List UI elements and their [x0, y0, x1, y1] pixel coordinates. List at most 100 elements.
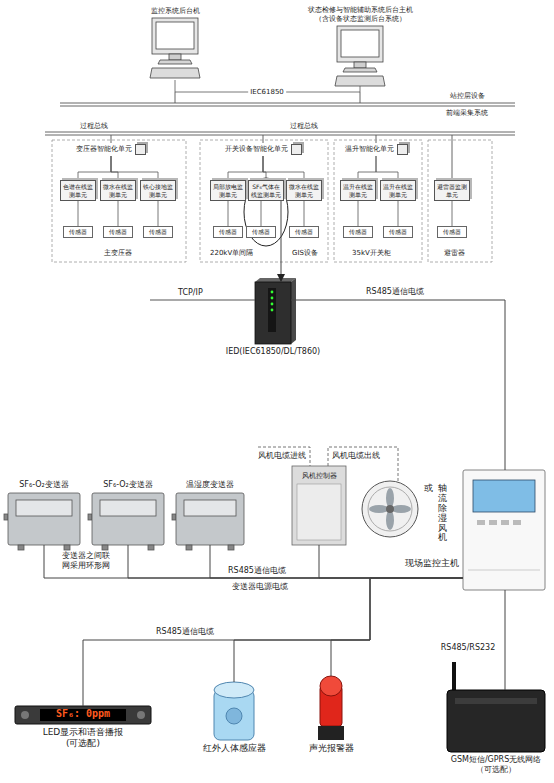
node-label: 传感器: [145, 228, 171, 236]
monitor-screen: [156, 22, 194, 49]
host-body: [463, 470, 545, 590]
bus-drop: [111, 135, 112, 143]
keyboard: [335, 76, 385, 86]
annotation-label: 前端采集系统: [446, 109, 488, 117]
node-label: SF₆-O₂变送器: [103, 480, 153, 490]
connector-label: RS485通信电缆: [154, 627, 216, 637]
host-button: [489, 520, 497, 525]
cable-gland: [186, 545, 192, 550]
fan-cable-in: [258, 447, 310, 466]
sensor-box: 传感器: [343, 226, 373, 238]
node-label: 温升在线监测单元: [342, 183, 374, 198]
annotation-label: 轴流除湿风机: [438, 484, 447, 543]
group-outline: [200, 140, 328, 262]
transmitter-plate: [100, 500, 156, 516]
host-trim: [468, 570, 540, 571]
controller-body: [292, 466, 346, 545]
node-label: 传感器: [439, 228, 465, 236]
monitor-screen: [341, 30, 379, 57]
ied-top: [255, 278, 296, 282]
group-outlines: [52, 140, 492, 262]
station-bus: [60, 106, 515, 107]
annotation-label: 主变压器: [104, 249, 132, 257]
connector-line: [291, 300, 505, 470]
connector-label: RS485通信电缆: [364, 287, 426, 297]
ied-side: [291, 278, 296, 344]
led-body: [15, 706, 151, 724]
transmitter-device: [88, 493, 164, 550]
node-label: SF₆: 0ppm: [15, 708, 151, 719]
cube-icon: [397, 144, 408, 155]
connector-line: [261, 201, 262, 226]
bus-drop: [263, 135, 264, 143]
ied-device: [255, 278, 296, 344]
fan-illustration: [362, 481, 418, 537]
device-node: GSM短信/GPRS无线网络 （可选配）: [447, 690, 545, 752]
cable-gland: [172, 514, 176, 520]
device-node: 红外人体感应器: [212, 682, 256, 740]
annotation-label: TCP/IP: [178, 288, 203, 298]
infrared-sensor: [214, 682, 254, 740]
transmitter-body: [176, 493, 244, 545]
monitoring-unit: SF₆气体在线监测单元: [248, 180, 284, 201]
intelligent-unit: 温升智能化单元: [340, 143, 412, 156]
station-bus: [60, 103, 515, 104]
connector-line: [331, 578, 463, 676]
cable-gland: [148, 545, 154, 550]
transmitter-device: [4, 493, 80, 550]
annotation-label: 变送器电源电缆: [232, 582, 288, 592]
intelligent-unit: 变压器智能化单元: [68, 143, 154, 156]
gsm-body: [447, 690, 545, 752]
node-label: SF₆-O₂变送器: [19, 480, 69, 490]
alarm-base: [318, 726, 344, 740]
node-label: GSM短信/GPRS无线网络 （可选配）: [446, 755, 546, 774]
monitor-body: [152, 18, 198, 54]
connector-line: [111, 156, 158, 180]
transmitter-body: [8, 493, 80, 545]
device-node: 声光报警器: [316, 676, 346, 740]
connector-line: [304, 201, 305, 226]
computer-icon: [335, 26, 385, 86]
ied-strip: [268, 288, 276, 332]
gsm-modem: [447, 662, 545, 752]
connector-line: [111, 156, 118, 180]
ied-body: [255, 282, 291, 344]
connector-line: [398, 201, 399, 226]
node-label: 传感器: [345, 228, 371, 236]
annotation-label: 或: [424, 484, 433, 494]
monitor-body: [337, 26, 383, 62]
cable-gland: [228, 545, 234, 550]
sensor-box: 传感器: [103, 226, 133, 238]
ied-led: [271, 297, 274, 300]
annotation-label: 变送器之间联网采用环形网: [62, 551, 112, 570]
connector-line: [118, 201, 119, 226]
connector-line: [128, 545, 463, 578]
monitor-stand: [169, 54, 181, 60]
monitoring-unit: 避雷器监测单元: [434, 180, 470, 201]
connector-line: [44, 545, 463, 578]
led-speaker: [137, 711, 145, 719]
transmitter-plate: [184, 500, 236, 516]
bus-drop: [452, 135, 453, 180]
node-label: 风机控制器: [292, 472, 346, 480]
bus-drop: [376, 135, 377, 143]
node-label: 监控系统后台机: [151, 7, 200, 15]
cube-icon: [291, 144, 302, 155]
sensor-box: 传感器: [213, 226, 243, 238]
monitoring-unit: 温升在线监测单元: [380, 180, 416, 201]
bus-lines: [45, 92, 515, 180]
sensor-box: 传感器: [63, 226, 93, 238]
node-label: 铁心接地监测单元: [142, 183, 174, 198]
connector-line: [505, 590, 506, 690]
node-label: 传感器: [385, 228, 411, 236]
annotation-label: 过程总线: [290, 122, 318, 130]
host-button: [501, 520, 509, 525]
alarm-light: [318, 676, 344, 740]
connector-line: [228, 156, 263, 180]
computer-node: 监控系统后台机: [150, 18, 200, 80]
cable-gland: [4, 514, 8, 520]
node-label: 传感器: [105, 228, 131, 236]
connector-line: [452, 201, 453, 226]
